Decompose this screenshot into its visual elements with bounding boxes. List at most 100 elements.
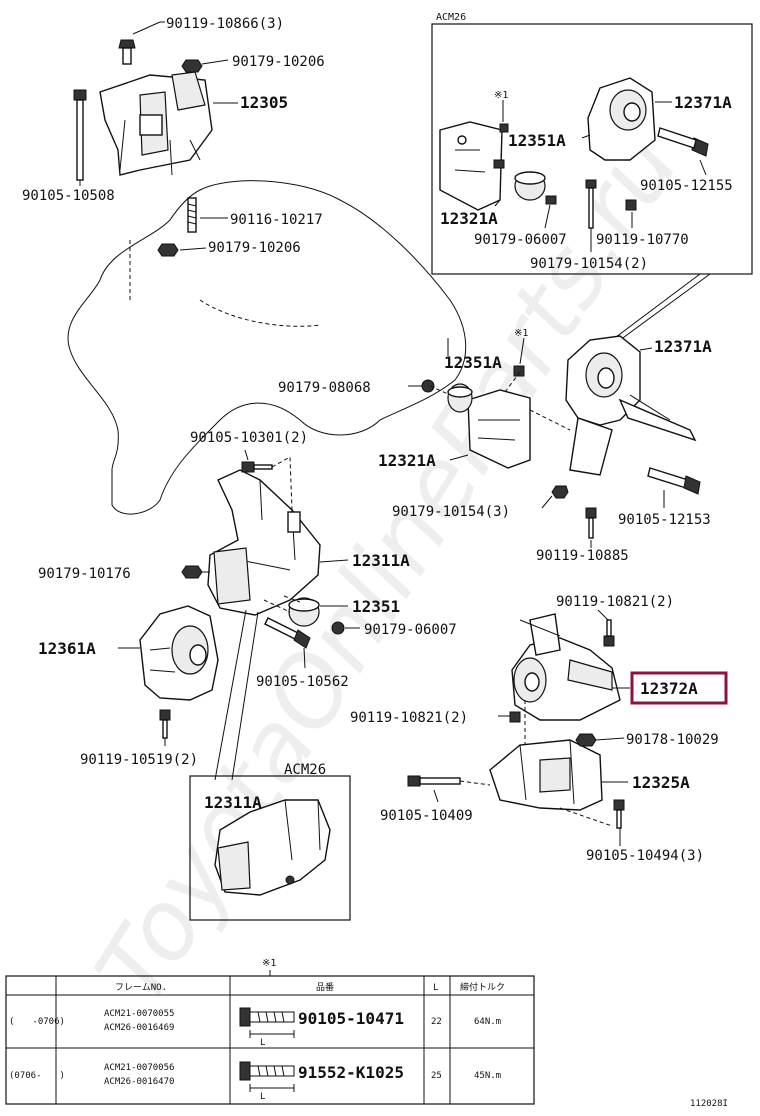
- row-period: (0706- ): [9, 1071, 65, 1081]
- bushing-12351A-inset: [514, 171, 546, 201]
- bracket-12321A-inset: [439, 121, 503, 211]
- label-12321A: 12321A: [378, 451, 436, 470]
- row-torque: 64N.m: [474, 1017, 501, 1027]
- label-12351A-inset: 12351A: [508, 131, 566, 150]
- table-header-length: L: [433, 983, 438, 993]
- bushing-12351-icon: [288, 597, 320, 627]
- mount-12371A: [565, 335, 697, 476]
- label-90179-06007b: 90179-06007: [364, 622, 457, 638]
- label-12305: 12305: [240, 93, 288, 112]
- label-90119-10866: 90119-10866(3): [166, 16, 284, 32]
- label-90105-10301: 90105-10301(2): [190, 430, 308, 446]
- label-12351: 12351: [352, 597, 400, 616]
- row-length: 25: [431, 1071, 442, 1081]
- nut-90178-10029-icon: [575, 733, 597, 747]
- label-90119-10770: 90119-10770: [596, 232, 689, 248]
- bracket-12311A-inset: [214, 799, 331, 896]
- row-frame-no: ACM21-0070056: [104, 1063, 174, 1073]
- label-12372A[interactable]: 12372A: [640, 679, 698, 698]
- label-90119-10821: 90119-10821(2): [556, 594, 674, 610]
- bolt-90119-10821-icon: [603, 619, 615, 647]
- flange-bolt-icon: [239, 1007, 295, 1038]
- row-frame-no: ACM26-0016469: [104, 1023, 174, 1033]
- row-length: 22: [431, 1017, 442, 1027]
- label-12321A-inset: 12321A: [440, 209, 498, 228]
- bolt-90105-12155-icon: [657, 127, 709, 157]
- nut-90179-10176-icon: [181, 565, 203, 579]
- small-bolt-inset-icon: [493, 123, 637, 229]
- label-inset-bottom: ACM26: [284, 762, 326, 778]
- bracket-12325A: [489, 739, 603, 811]
- label-90179-10206: 90179-10206: [232, 54, 325, 70]
- table-header-frame-no: フレームNO.: [115, 982, 167, 993]
- mount-12372A: [511, 613, 621, 721]
- inset-acm26-bottom: [189, 775, 351, 921]
- label-12351A: 12351A: [444, 353, 502, 372]
- label-90179-06007: 90179-06007: [474, 232, 567, 248]
- label-90119-10821b: 90119-10821(2): [350, 710, 468, 726]
- label-90105-12153: 90105-12153: [618, 512, 711, 528]
- bolt-90105-10409-icon: [407, 775, 461, 787]
- bolt-90119-10866-icon: [118, 39, 136, 65]
- label-90179-10206b: 90179-10206: [208, 240, 301, 256]
- label-90179-08068: 90179-08068: [278, 380, 371, 396]
- label-star1a: ※1: [494, 90, 508, 101]
- row-dim-label: L: [260, 1038, 265, 1048]
- bolt-90119-10821b-icon: [509, 711, 521, 723]
- table-row: (0706- ) ACM21-0070056 ACM26-0016470 L 9…: [9, 1061, 501, 1102]
- label-12371A-inset: 12371A: [674, 93, 732, 112]
- label-90119-10885: 90119-10885: [536, 548, 629, 564]
- flange-bolt-icon: [239, 1061, 295, 1092]
- labels: 90119-10866(3) 90179-10206 12305 90105-1…: [22, 12, 733, 864]
- label-12311A-inset: 12311A: [204, 793, 262, 812]
- label-90178-10029: 90178-10029: [626, 732, 719, 748]
- nut-90179-10154-icon: [551, 485, 569, 499]
- table-header-part-no: 品番: [316, 981, 334, 993]
- label-12371A: 12371A: [654, 337, 712, 356]
- bolt-90105-10562-icon: [264, 617, 311, 649]
- label-90179-10154b: 90179-10154(3): [392, 504, 510, 520]
- nut-90179-10206b-icon: [157, 243, 179, 257]
- row-part-no: 91552-K1025: [298, 1063, 404, 1082]
- bolt-90105-12153-icon: [647, 467, 701, 495]
- label-12361A: 12361A: [38, 639, 96, 658]
- inset-acm26-top: [431, 23, 753, 275]
- label-12311A: 12311A: [352, 551, 410, 570]
- stud-90116-10217-icon: [187, 197, 197, 233]
- label-90105-10562: 90105-10562: [256, 674, 349, 690]
- bolt-90119-10885-icon: [585, 507, 597, 539]
- label-12325A: 12325A: [632, 773, 690, 792]
- row-frame-no: ACM26-0016470: [104, 1077, 174, 1087]
- bolt-star-icon: [513, 365, 525, 377]
- label-90105-10508: 90105-10508: [22, 188, 115, 204]
- highlight-box-12372A: [630, 671, 728, 705]
- nut-90179-06007-icon: [331, 621, 345, 635]
- bushing-12351A: [447, 383, 473, 413]
- table-header-torque: 締付トルク: [460, 981, 505, 993]
- row-torque: 45N.m: [474, 1071, 501, 1081]
- bolt-90105-10508-icon: [73, 89, 87, 181]
- bracket-12311A: [207, 469, 321, 616]
- label-star1b: ※1: [514, 328, 528, 339]
- table-star-note: ※1: [262, 958, 276, 969]
- label-90119-10519: 90119-10519(2): [80, 752, 198, 768]
- table-row: ( -0706) ACM21-0070055 ACM26-0016469 L 9…: [9, 1007, 501, 1048]
- row-dim-label: L: [260, 1092, 265, 1102]
- mount-12361A: [139, 605, 219, 701]
- label-90105-10409: 90105-10409: [380, 808, 473, 824]
- label-90179-10176: 90179-10176: [38, 566, 131, 582]
- bolt-90105-10301-icon: [241, 461, 273, 473]
- mount-12305: [99, 71, 213, 176]
- label-90105-10494: 90105-10494(3): [586, 848, 704, 864]
- row-part-no: 90105-10471: [298, 1009, 404, 1028]
- row-frame-no: ACM21-0070055: [104, 1009, 174, 1019]
- label-inset-top: ACM26: [436, 12, 466, 23]
- bracket-12321A: [467, 389, 531, 469]
- nut-90179-10206-icon: [181, 59, 203, 73]
- bolt-90105-10494-icon: [613, 799, 625, 829]
- label-90116-10217: 90116-10217: [230, 212, 323, 228]
- label-90105-12155: 90105-12155: [640, 178, 733, 194]
- row-period: ( -0706): [9, 1017, 65, 1027]
